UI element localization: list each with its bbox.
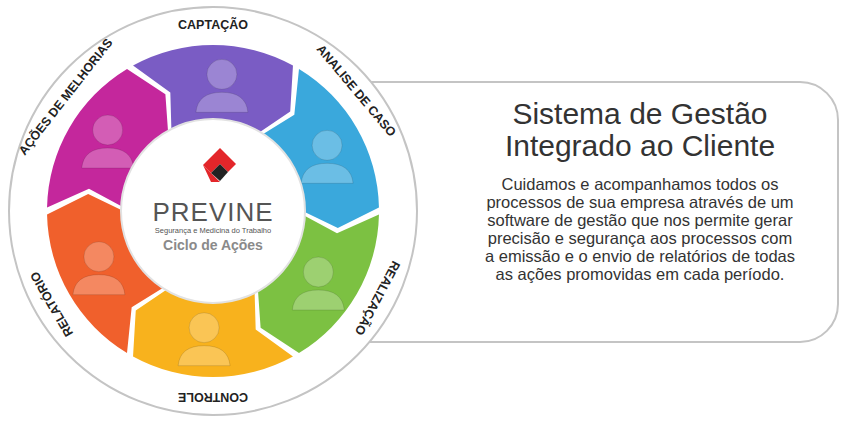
person-body	[292, 290, 344, 310]
person-body	[73, 275, 125, 295]
person-body	[82, 148, 134, 168]
person-head	[207, 59, 237, 89]
cycle-title: Ciclo de Ações	[163, 236, 263, 256]
brand-name: PREVINE	[152, 199, 273, 226]
person-head	[303, 257, 333, 287]
person-head	[84, 242, 114, 272]
person-icon	[73, 242, 125, 295]
person-icon	[82, 115, 134, 168]
center-logo-circle: PREVINESegurança e Medicina do TrabalhoC…	[121, 119, 305, 303]
person-icons	[73, 59, 353, 365]
stage-label: CONTROLE	[178, 391, 248, 404]
panel-body: Cuidamos e acompanhamos todos os process…	[482, 175, 798, 284]
person-body	[178, 346, 230, 366]
person-icon	[292, 257, 344, 310]
person-head	[312, 130, 342, 160]
outer-ring	[9, 7, 417, 415]
logo-red-lower	[203, 165, 228, 182]
stage-label: CAPTAÇÃO	[178, 19, 248, 32]
info-panel-content: Sistema de Gestão Integrado ao ClienteCu…	[470, 98, 810, 334]
person-head	[189, 313, 219, 343]
panel-heading: Sistema de Gestão Integrado ao Cliente	[475, 98, 805, 163]
person-body	[196, 92, 248, 112]
person-icon	[196, 59, 248, 112]
person-icon	[301, 130, 353, 183]
brand-tagline: Segurança e Medicina do Trabalho	[155, 226, 271, 236]
person-icon	[178, 313, 230, 366]
person-head	[93, 115, 123, 145]
cycle-segments	[47, 45, 379, 377]
logo-mark	[203, 148, 236, 182]
center-disc	[121, 119, 305, 303]
logo-dark	[211, 164, 228, 181]
person-body	[301, 163, 353, 183]
